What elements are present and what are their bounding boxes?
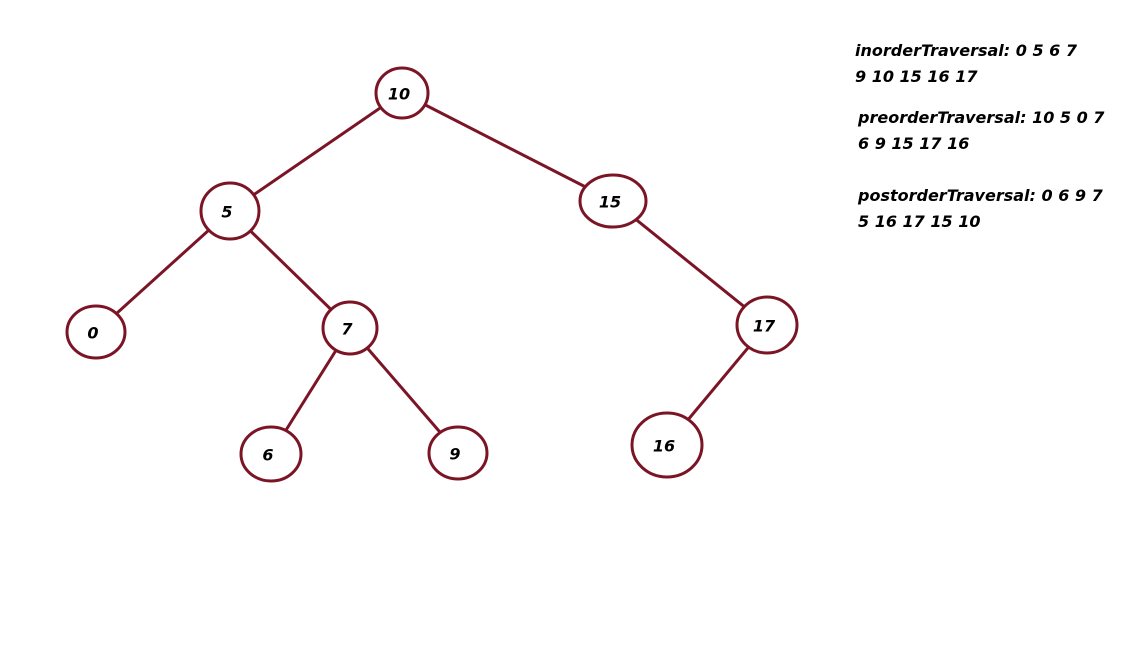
postorder-traversal: postorderTraversal: 0 6 9 7 5 16 17 15 1… [858,183,1103,235]
node-label: 10 [388,85,410,104]
tree-nodes: 10 5 15 0 7 17 6 9 16 [65,66,799,483]
node-circle [735,295,799,355]
node-label: 16 [653,437,675,456]
node-label: 0 [87,324,98,343]
node-circle [427,425,489,481]
tree-edges [94,91,769,455]
preorder-traversal-line-2: 6 9 15 17 16 [858,134,970,153]
postorder-traversal-line-1: postorderTraversal: 0 6 9 7 [858,186,1103,205]
preorder-traversal-line-1: preorderTraversal: 10 5 0 7 [858,108,1105,127]
node-circle [199,181,261,241]
tree-node-6: 6 [239,425,303,483]
node-label: 6 [262,446,273,465]
node-circle [578,173,648,229]
node-label: 5 [221,203,232,222]
preorder-traversal: preorderTraversal: 10 5 0 7 6 9 15 17 16 [858,105,1104,157]
node-label: 9 [449,445,460,464]
tree-node-0: 0 [65,304,127,360]
edge-n10-n15 [401,91,614,203]
edge-n10-n5 [229,91,403,213]
tree-node-10: 10 [374,66,430,120]
edge-n15-n17 [612,199,768,327]
inorder-traversal: inorderTraversal: 0 5 6 7 9 10 15 16 17 [855,38,1077,90]
edge-n5-n0 [94,209,232,334]
tree-node-15: 15 [578,173,648,229]
tree-node-5: 5 [199,181,261,241]
node-circle [239,425,303,483]
node-label: 17 [753,317,776,336]
node-label: 15 [599,193,621,212]
node-circle [630,411,704,479]
inorder-traversal-line-2: 9 10 15 16 17 [855,67,978,86]
node-label: 7 [341,320,353,339]
tree-node-16: 16 [630,411,704,479]
tree-node-9: 9 [427,425,489,481]
node-circle [374,66,430,120]
tree-node-17: 17 [735,295,799,355]
node-circle [65,304,127,360]
postorder-traversal-line-2: 5 16 17 15 10 [858,212,981,231]
node-circle [321,300,379,356]
inorder-traversal-line-1: inorderTraversal: 0 5 6 7 [855,41,1077,60]
tree-node-7: 7 [321,300,379,356]
